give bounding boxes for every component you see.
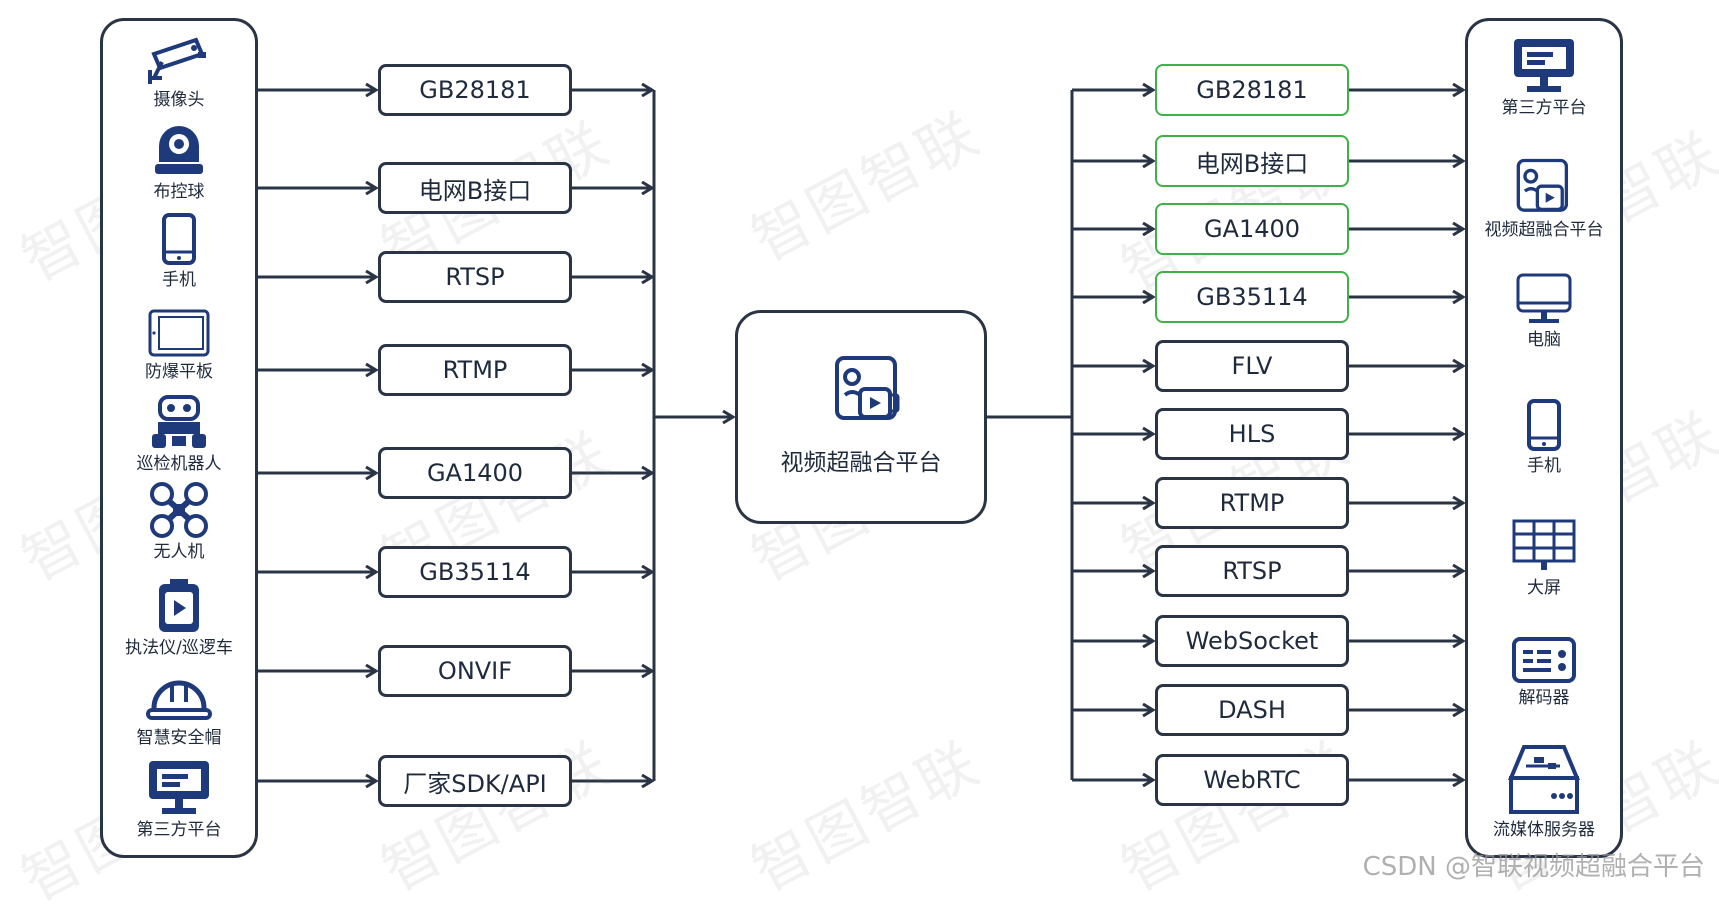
output-target-1: 视频超融合平台: [1464, 158, 1624, 240]
drone-icon: [99, 482, 259, 542]
input-device-label: 布控球: [153, 182, 205, 202]
output-target-4: 大屏: [1464, 518, 1624, 598]
computer-icon: [1464, 272, 1624, 330]
output-protocol-box: GB28181: [1155, 64, 1349, 116]
input-device-3: 防爆平板: [99, 308, 259, 382]
cctv-camera-icon: [99, 34, 259, 90]
output-protocol-box: RTMP: [1155, 477, 1349, 529]
output-target-label: 手机: [1527, 456, 1561, 476]
output-target-label: 流媒体服务器: [1493, 820, 1595, 840]
tablet-icon: [99, 308, 259, 362]
input-device-1: 布控球: [99, 122, 259, 202]
dome-camera-icon: [99, 122, 259, 182]
output-target-0: 第三方平台: [1464, 36, 1624, 118]
output-protocol-box: 电网B接口: [1155, 135, 1349, 187]
decoder-icon: [1464, 636, 1624, 688]
video-platform-icon: [1464, 158, 1624, 220]
input-protocol-box: ONVIF: [378, 645, 572, 697]
server-icon: [1464, 744, 1624, 820]
smartphone-icon: [99, 212, 259, 270]
input-device-label: 无人机: [153, 542, 205, 562]
output-protocol-box: FLV: [1155, 340, 1349, 392]
input-device-label: 手机: [162, 270, 196, 290]
video-wall-icon: [1464, 518, 1624, 578]
central-platform-node: 视频超融合平台: [735, 310, 987, 524]
input-protocol-box: 电网B接口: [378, 162, 572, 214]
input-device-label: 智慧安全帽: [136, 728, 222, 748]
input-protocol-box: GB35114: [378, 546, 572, 598]
output-target-label: 第三方平台: [1501, 98, 1587, 118]
source-credit: CSDN @智联视频超融合平台: [1362, 852, 1705, 882]
smartphone-icon: [1464, 398, 1624, 456]
output-protocol-box: RTSP: [1155, 545, 1349, 597]
monitor-icon: [99, 758, 259, 820]
output-protocol-box: HLS: [1155, 408, 1349, 460]
input-device-2: 手机: [99, 212, 259, 290]
output-target-label: 视频超融合平台: [1484, 220, 1604, 240]
input-device-4: 巡检机器人: [99, 394, 259, 474]
robot-icon: [99, 394, 259, 454]
output-target-label: 解码器: [1518, 688, 1570, 708]
input-device-7: 智慧安全帽: [99, 672, 259, 748]
output-protocol-box: GB35114: [1155, 271, 1349, 323]
helmet-icon: [99, 672, 259, 728]
body-camera-icon: [99, 578, 259, 638]
video-platform-icon: [834, 355, 902, 429]
connector-lines: [258, 0, 1719, 891]
input-protocol-box: 厂家SDK/API: [378, 755, 572, 807]
output-target-6: 流媒体服务器: [1464, 744, 1624, 840]
output-target-label: 电脑: [1527, 330, 1561, 350]
output-protocol-box: WebRTC: [1155, 754, 1349, 806]
input-device-label: 第三方平台: [136, 820, 222, 840]
monitor-icon: [1464, 36, 1624, 98]
input-device-8: 第三方平台: [99, 758, 259, 840]
input-device-label: 执法仪/巡逻车: [125, 638, 233, 658]
input-device-6: 执法仪/巡逻车: [99, 578, 259, 658]
input-device-label: 防爆平板: [145, 362, 213, 382]
input-device-0: 摄像头: [99, 34, 259, 110]
output-target-3: 手机: [1464, 398, 1624, 476]
input-device-label: 巡检机器人: [136, 454, 222, 474]
output-protocol-box: DASH: [1155, 684, 1349, 736]
input-device-label: 摄像头: [153, 90, 205, 110]
output-target-2: 电脑: [1464, 272, 1624, 350]
input-device-5: 无人机: [99, 482, 259, 562]
output-protocol-box: WebSocket: [1155, 615, 1349, 667]
input-protocol-box: RTSP: [378, 251, 572, 303]
input-protocol-box: GB28181: [378, 64, 572, 116]
output-protocol-box: GA1400: [1155, 203, 1349, 255]
output-target-5: 解码器: [1464, 636, 1624, 708]
output-target-label: 大屏: [1527, 578, 1561, 598]
central-platform-title: 视频超融合平台: [780, 450, 942, 476]
input-protocol-box: RTMP: [378, 344, 572, 396]
input-protocol-box: GA1400: [378, 447, 572, 499]
